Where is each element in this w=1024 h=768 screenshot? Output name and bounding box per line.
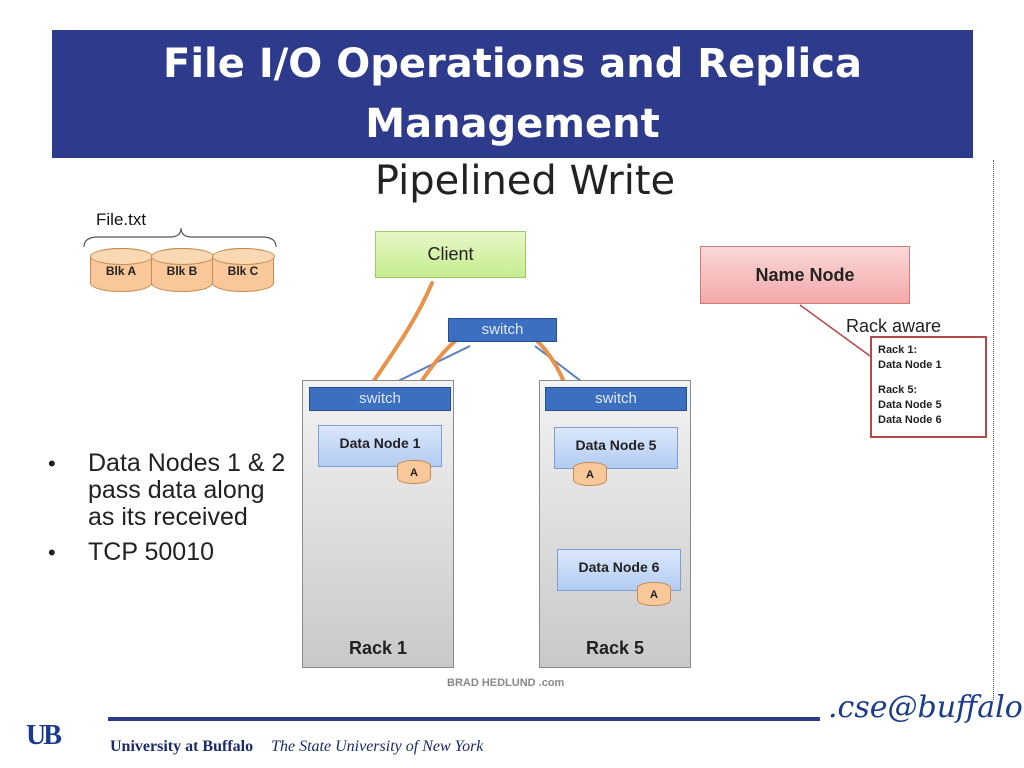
rack-aware-connector xyxy=(799,304,871,357)
file-name: File.txt xyxy=(96,210,147,229)
ub-logo: UB xyxy=(26,720,62,751)
bullet-item: Data Nodes 1 & 2 pass data along as its … xyxy=(48,450,288,531)
rack-aware-label: Rack aware xyxy=(846,316,942,336)
slide-title: File I/O Operations and Replica Manageme… xyxy=(52,30,973,158)
university-tagline: The State University of New York xyxy=(271,738,484,755)
file-brace xyxy=(83,227,277,248)
bullet-list: Data Nodes 1 & 2 pass data along as its … xyxy=(48,450,288,574)
rack-5: Rack 5 xyxy=(539,380,691,668)
rack-1: Rack 1 xyxy=(302,380,454,668)
slide-title-line2: Management xyxy=(365,101,660,147)
replica-block-a: A xyxy=(573,462,607,486)
bullet-item: TCP 50010 xyxy=(48,539,288,567)
client-box: Client xyxy=(375,231,526,278)
slide-title-line1: File I/O Operations and Replica xyxy=(163,41,862,87)
diagram-title: Pipelined Write xyxy=(374,158,676,204)
core-switch: switch xyxy=(448,318,557,342)
name-node-box: Name Node xyxy=(700,246,910,304)
rack-aware-table: Rack 1: Data Node 1 Rack 5: Data Node 5 … xyxy=(870,336,987,438)
rack5-switch: switch xyxy=(545,387,687,411)
data-node-5: Data Node 5 xyxy=(554,427,678,469)
cse-logo: .cse@buffalo xyxy=(828,690,1023,725)
replica-block-a: A xyxy=(397,460,431,484)
block-b: Blk B xyxy=(151,248,214,292)
footer-text: University at Buffalo The State Universi… xyxy=(110,738,483,756)
rack-aware-line: Rack 5: xyxy=(878,384,918,396)
rack-aware-line: Data Node 5 xyxy=(878,399,942,411)
footer-rule xyxy=(108,717,820,721)
rack-aware-line: Data Node 1 xyxy=(878,359,942,371)
data-node-label: Data Node 6 xyxy=(578,559,660,575)
data-node-label: Data Node 5 xyxy=(575,437,657,453)
university-name: University at Buffalo xyxy=(110,738,254,755)
replica-block-a: A xyxy=(637,582,671,606)
rack1-switch: switch xyxy=(309,387,451,411)
block-c: Blk C xyxy=(212,248,275,292)
rack-aware-line: Rack 1: xyxy=(878,344,918,356)
block-a: Blk A xyxy=(90,248,153,292)
rack-label: Rack 1 xyxy=(348,638,408,658)
data-node-label: Data Node 1 xyxy=(339,435,421,451)
slide-divider xyxy=(993,160,994,700)
rack-label: Rack 5 xyxy=(585,638,645,658)
rack-aware-line: Data Node 6 xyxy=(878,414,942,426)
image-credit: BRAD HEDLUND .com xyxy=(447,677,565,689)
